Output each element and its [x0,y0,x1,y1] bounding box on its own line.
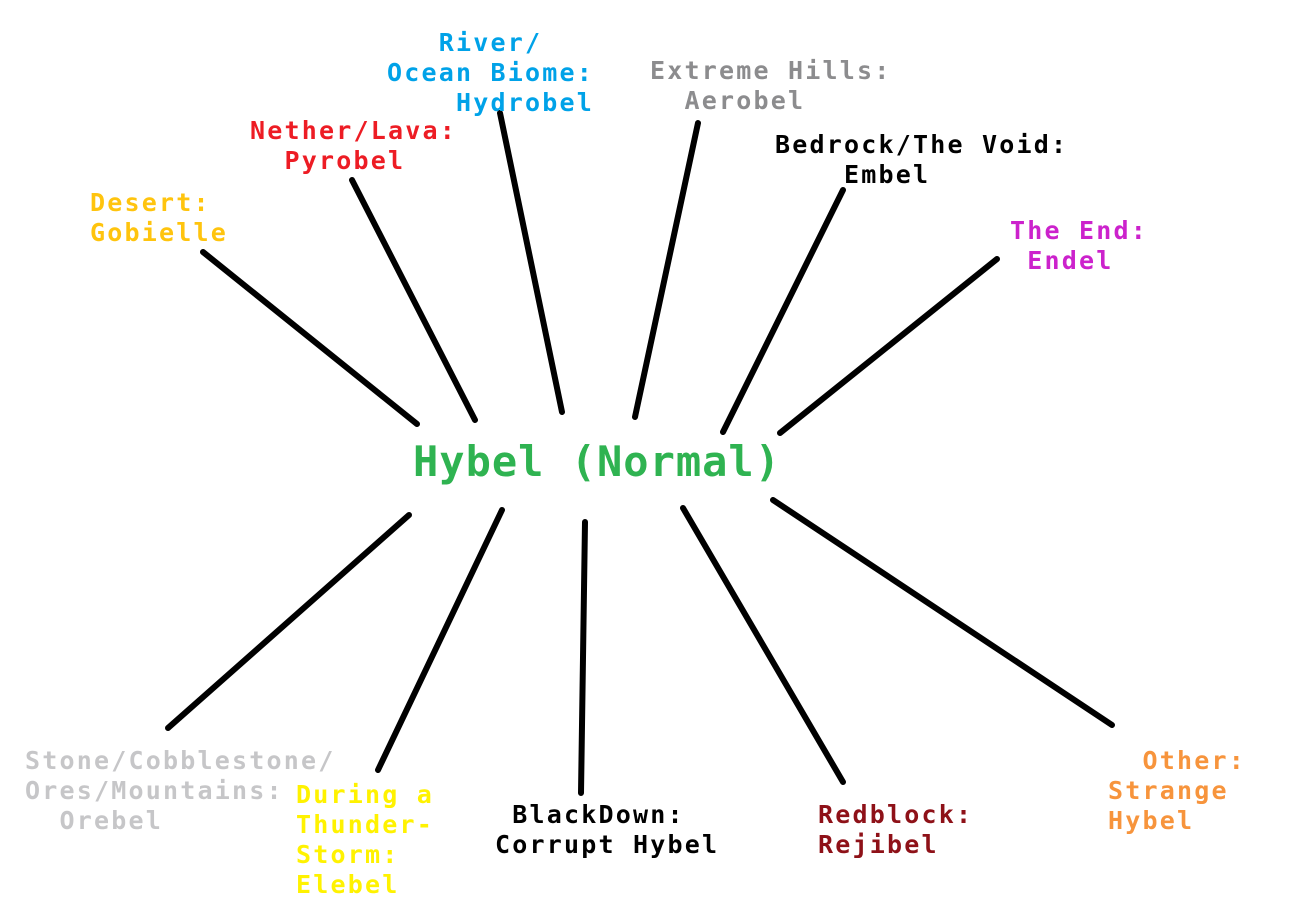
node-the-end: The End: Endel [1010,216,1149,275]
center-node-hybel-normal: Hybel (Normal) [413,437,782,486]
connector-line-desert [200,249,420,427]
connector-line-stone-ores [165,512,412,731]
connector-line-blackdown [578,519,588,796]
node-stone-ores: Stone/Cobblestone/ Ores/Mountains: Orebe… [25,746,336,835]
connector-line-thunderstorm [375,507,505,773]
connector-line-bedrock-void [720,187,846,435]
node-desert: Desert: Gobielle [90,188,229,247]
connector-line-other [770,497,1115,728]
node-extreme-hills: Extreme Hills: Aerobel [650,56,892,115]
connector-line-the-end [777,256,1000,436]
connector-line-extreme-hills [632,120,701,420]
node-river-ocean-biome: River/ Ocean Biome: Hydrobel [387,28,595,117]
connector-line-redblock [680,505,846,785]
node-blackdown: BlackDown: Corrupt Hybel [495,800,720,859]
node-other-strange: Other: Strange Hybel [1108,746,1247,835]
connector-line-nether-lava [349,177,478,423]
node-thunderstorm: During a Thunder- Storm: Elebel [296,780,435,899]
node-bedrock-the-void: Bedrock/The Void: Embel [775,130,1069,189]
node-redblock: Redblock: Rejibel [818,800,974,859]
connector-line-river-ocean [497,110,565,415]
node-nether-lava: Nether/Lava: Pyrobel [250,116,458,175]
